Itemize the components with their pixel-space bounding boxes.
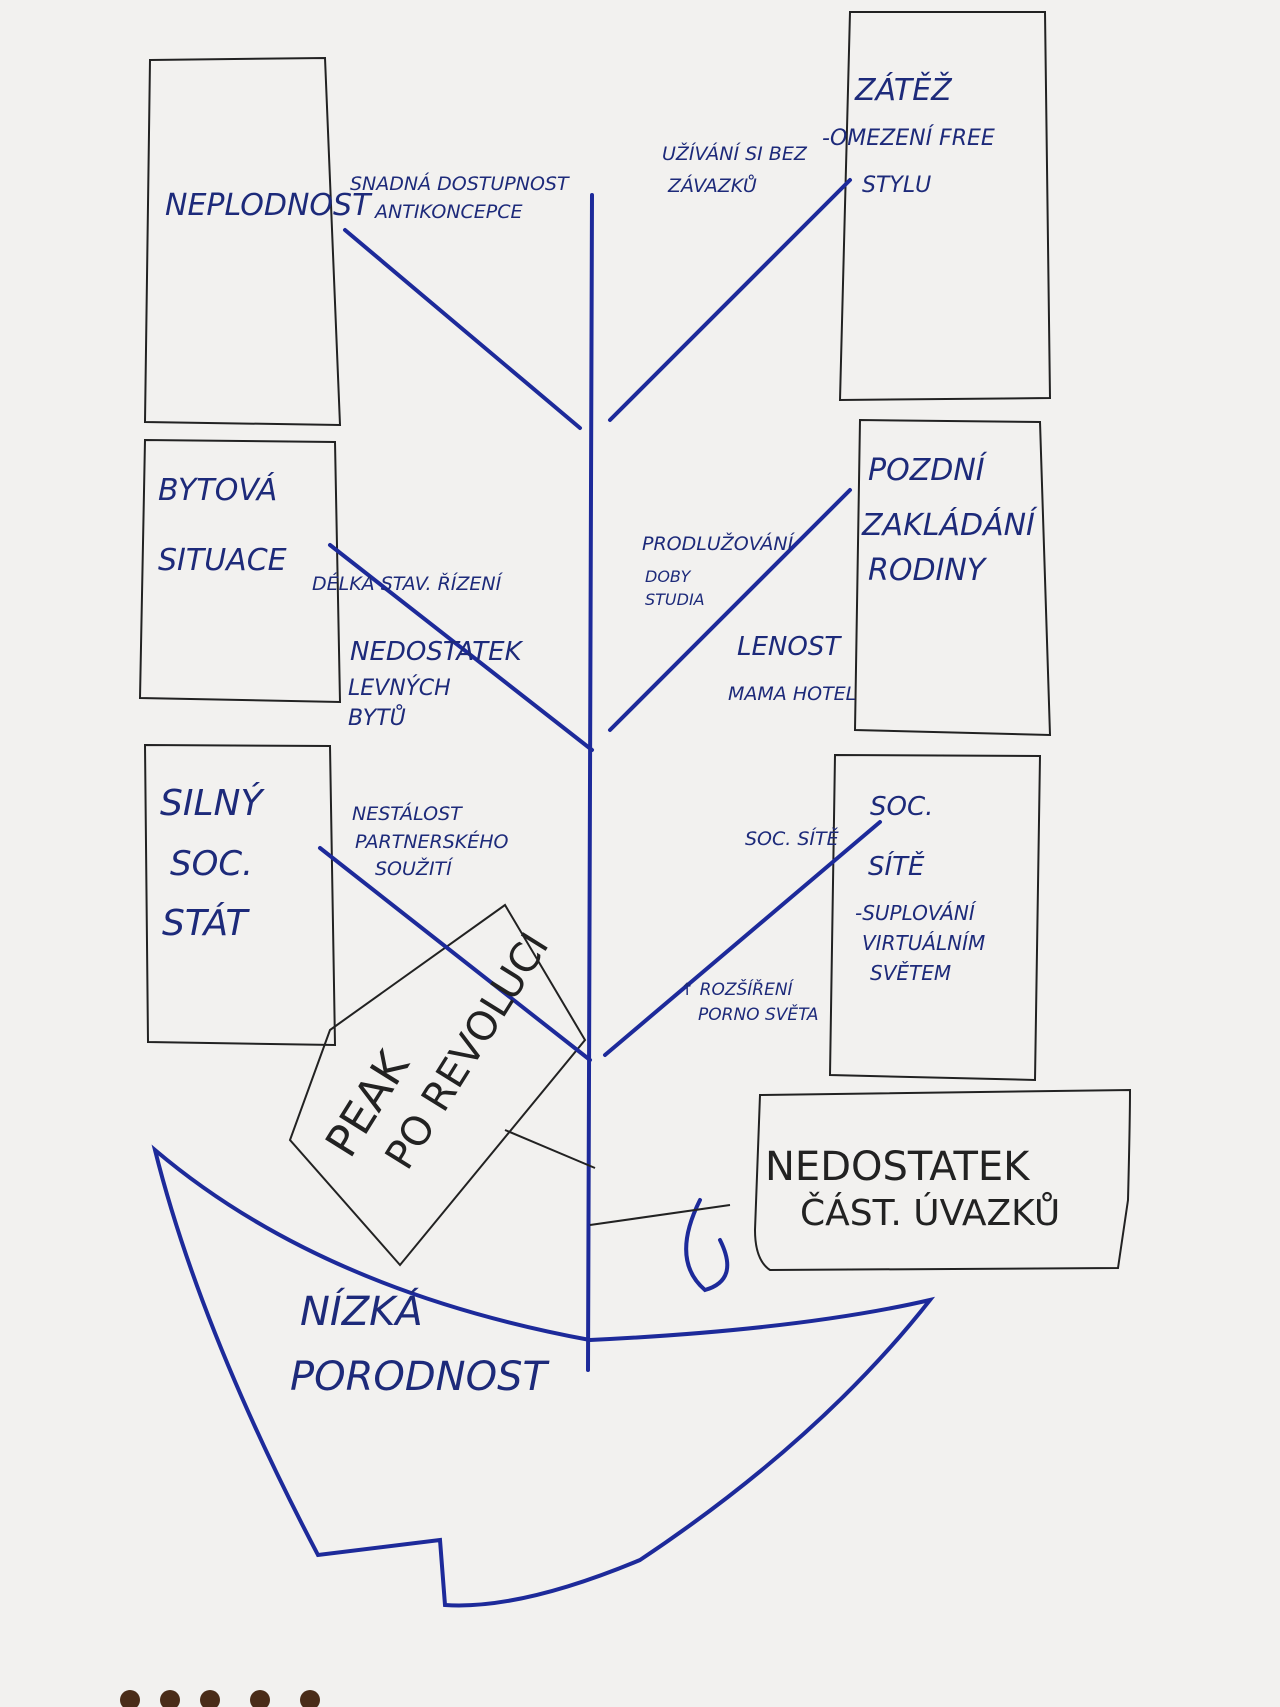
svg-text:STYLU: STYLU — [862, 173, 931, 198]
svg-text:SITUACE: SITUACE — [158, 543, 287, 578]
svg-text:ANTIKONCEPCE: ANTIKONCEPCE — [373, 201, 523, 223]
title-pozdni-1: POZDNÍ — [868, 452, 988, 488]
boat-head — [151, 1144, 936, 1608]
bone-zatez — [608, 178, 852, 422]
title-neplodnost: NEPLODNOST — [165, 188, 373, 223]
cause-soc-site: SOC. SÍTĚ — [745, 827, 839, 850]
effect-label: NÍZKÁ PORODNOST — [290, 1287, 550, 1400]
note-uvazky-box — [753, 1088, 1132, 1272]
svg-text:-SUPLOVÁNÍ: -SUPLOVÁNÍ — [855, 901, 977, 925]
connector-lines — [504, 1129, 731, 1226]
cause-nedostatek-bytu-1: NEDOSTATEK — [350, 637, 524, 667]
svg-text:ZAKLÁDÁNÍ: ZAKLÁDÁNÍ — [861, 507, 1038, 543]
cause-prodluzovani-1: PRODLUŽOVÁNÍ — [642, 532, 796, 555]
cause-lenost: LENOST — [737, 632, 842, 662]
bone-bytova — [328, 543, 594, 752]
svg-text:SVĚTEM: SVĚTEM — [870, 961, 951, 985]
svg-text:BYTŮ: BYTŮ — [348, 704, 406, 731]
fishbone-lines — [151, 178, 936, 1608]
svg-text:STÁT: STÁT — [162, 902, 251, 944]
title-bytova-1: BYTOVÁ — [158, 472, 277, 508]
title-socsite-1: SOC. — [870, 792, 933, 822]
cause-delka-rizeni: DÉLKA STAV. ŘÍZENÍ — [312, 572, 504, 595]
category-boxes — [138, 11, 1132, 1272]
effect-word: NÍZKÁ — [300, 1287, 423, 1335]
bone-pozdni — [608, 488, 852, 732]
svg-text:SOUŽITÍ: SOUŽITÍ — [375, 857, 454, 880]
svg-text:ZÁVAZKŮ: ZÁVAZKŮ — [667, 173, 757, 197]
svg-text:VIRTUÁLNÍM: VIRTUÁLNÍM — [862, 931, 985, 955]
note-uvazky-2: ČÁST. ÚVAZKŮ — [800, 1191, 1060, 1234]
title-zatez-1: ZÁTĚŽ — [854, 72, 953, 108]
svg-text:RODINY: RODINY — [868, 553, 988, 588]
bone-socsite — [603, 820, 882, 1057]
category-titles: NEPLODNOST ZÁTĚŽ -OMEZENÍ FREE STYLU BYT… — [158, 72, 1038, 985]
cause-porno-1: ↑ ROZŠÍŘENÍ — [680, 978, 795, 1000]
bone-neplodnost — [343, 228, 582, 430]
svg-text:PORNO SVĚTA: PORNO SVĚTA — [698, 1003, 819, 1025]
binding-holes — [120, 1690, 320, 1707]
svg-text:PARTNERSKÉHO: PARTNERSKÉHO — [355, 830, 509, 853]
cause-zavazky-1: UŽÍVÁNÍ SI BEZ — [662, 142, 808, 165]
cause-antikoncepce-1: SNADNÁ DOSTUPNOST — [350, 172, 570, 195]
svg-text:LEVNÝCH: LEVNÝCH — [348, 675, 451, 701]
box-bytova — [138, 438, 342, 704]
box-zatez — [838, 11, 1052, 402]
bone-silny — [318, 846, 592, 1062]
box-pozdni — [853, 418, 1052, 737]
svg-text:SÍTĚ: SÍTĚ — [868, 850, 925, 882]
effect-text: NÍZKÁ PORODNOST — [290, 1287, 550, 1400]
svg-text:-OMEZENÍ FREE: -OMEZENÍ FREE — [822, 125, 995, 151]
note-peak-box — [288, 903, 587, 1267]
svg-text:SOC.: SOC. — [170, 844, 253, 884]
cause-mama-hotel: MAMA HOTEL — [728, 683, 856, 705]
svg-text:DOBY: DOBY — [645, 567, 692, 586]
box-neplodnost — [143, 56, 342, 427]
cause-labels: SNADNÁ DOSTUPNOST ANTIKONCEPCE UŽÍVÁNÍ S… — [312, 142, 856, 1025]
note-uvazky-1: NEDOSTATEK — [765, 1144, 1031, 1190]
svg-text:STUDIA: STUDIA — [645, 590, 705, 609]
boat-eye — [684, 1198, 730, 1293]
title-silny-1: SILNÝ — [160, 782, 265, 824]
spine — [586, 193, 594, 1372]
effect-word: PORODNOST — [290, 1354, 550, 1400]
box-silny — [143, 743, 337, 1047]
cause-nestalost-1: NESTÁLOST — [352, 802, 463, 825]
box-socsite — [828, 753, 1042, 1082]
